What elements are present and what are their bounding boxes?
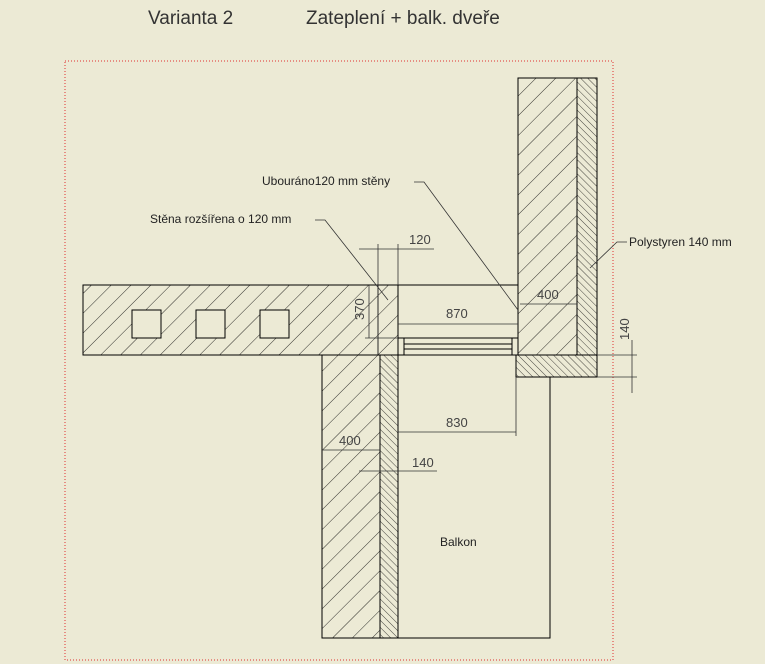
- balcony-door: [403, 337, 513, 356]
- variant-title: Varianta 2: [148, 8, 234, 29]
- balcony-outline: [398, 377, 551, 639]
- slab-insulation: [515, 354, 598, 378]
- dim-120-top: 120: [409, 232, 431, 247]
- opening-3: [259, 309, 290, 339]
- dim-870: 870: [446, 306, 468, 321]
- right-insulation: [576, 77, 598, 356]
- dim-370: 370: [352, 298, 367, 320]
- drawing-frame: [64, 60, 614, 661]
- lower-insulation: [379, 354, 399, 639]
- dim-400-left: 400: [339, 433, 361, 448]
- dim-830: 830: [446, 415, 468, 430]
- dim-400-right: 400: [537, 287, 559, 302]
- polystyrene-note: Polystyren 140 mm: [629, 235, 732, 249]
- horizontal-wall: [82, 284, 399, 356]
- opening-1: [131, 309, 162, 339]
- dim-140-right: 140: [617, 318, 632, 340]
- lower-wall: [321, 354, 381, 639]
- removed-wall-note: Ubouráno120 mm stěny: [262, 174, 391, 188]
- opening-2: [195, 309, 226, 339]
- right-wall: [517, 77, 578, 356]
- drawing-subtitle: Zateplení + balk. dveře: [306, 8, 500, 29]
- balcony-label: Balkon: [440, 535, 477, 549]
- wall-extended-note: Stěna rozšířena o 120 mm: [150, 212, 292, 226]
- dim-140-left: 140: [412, 455, 434, 470]
